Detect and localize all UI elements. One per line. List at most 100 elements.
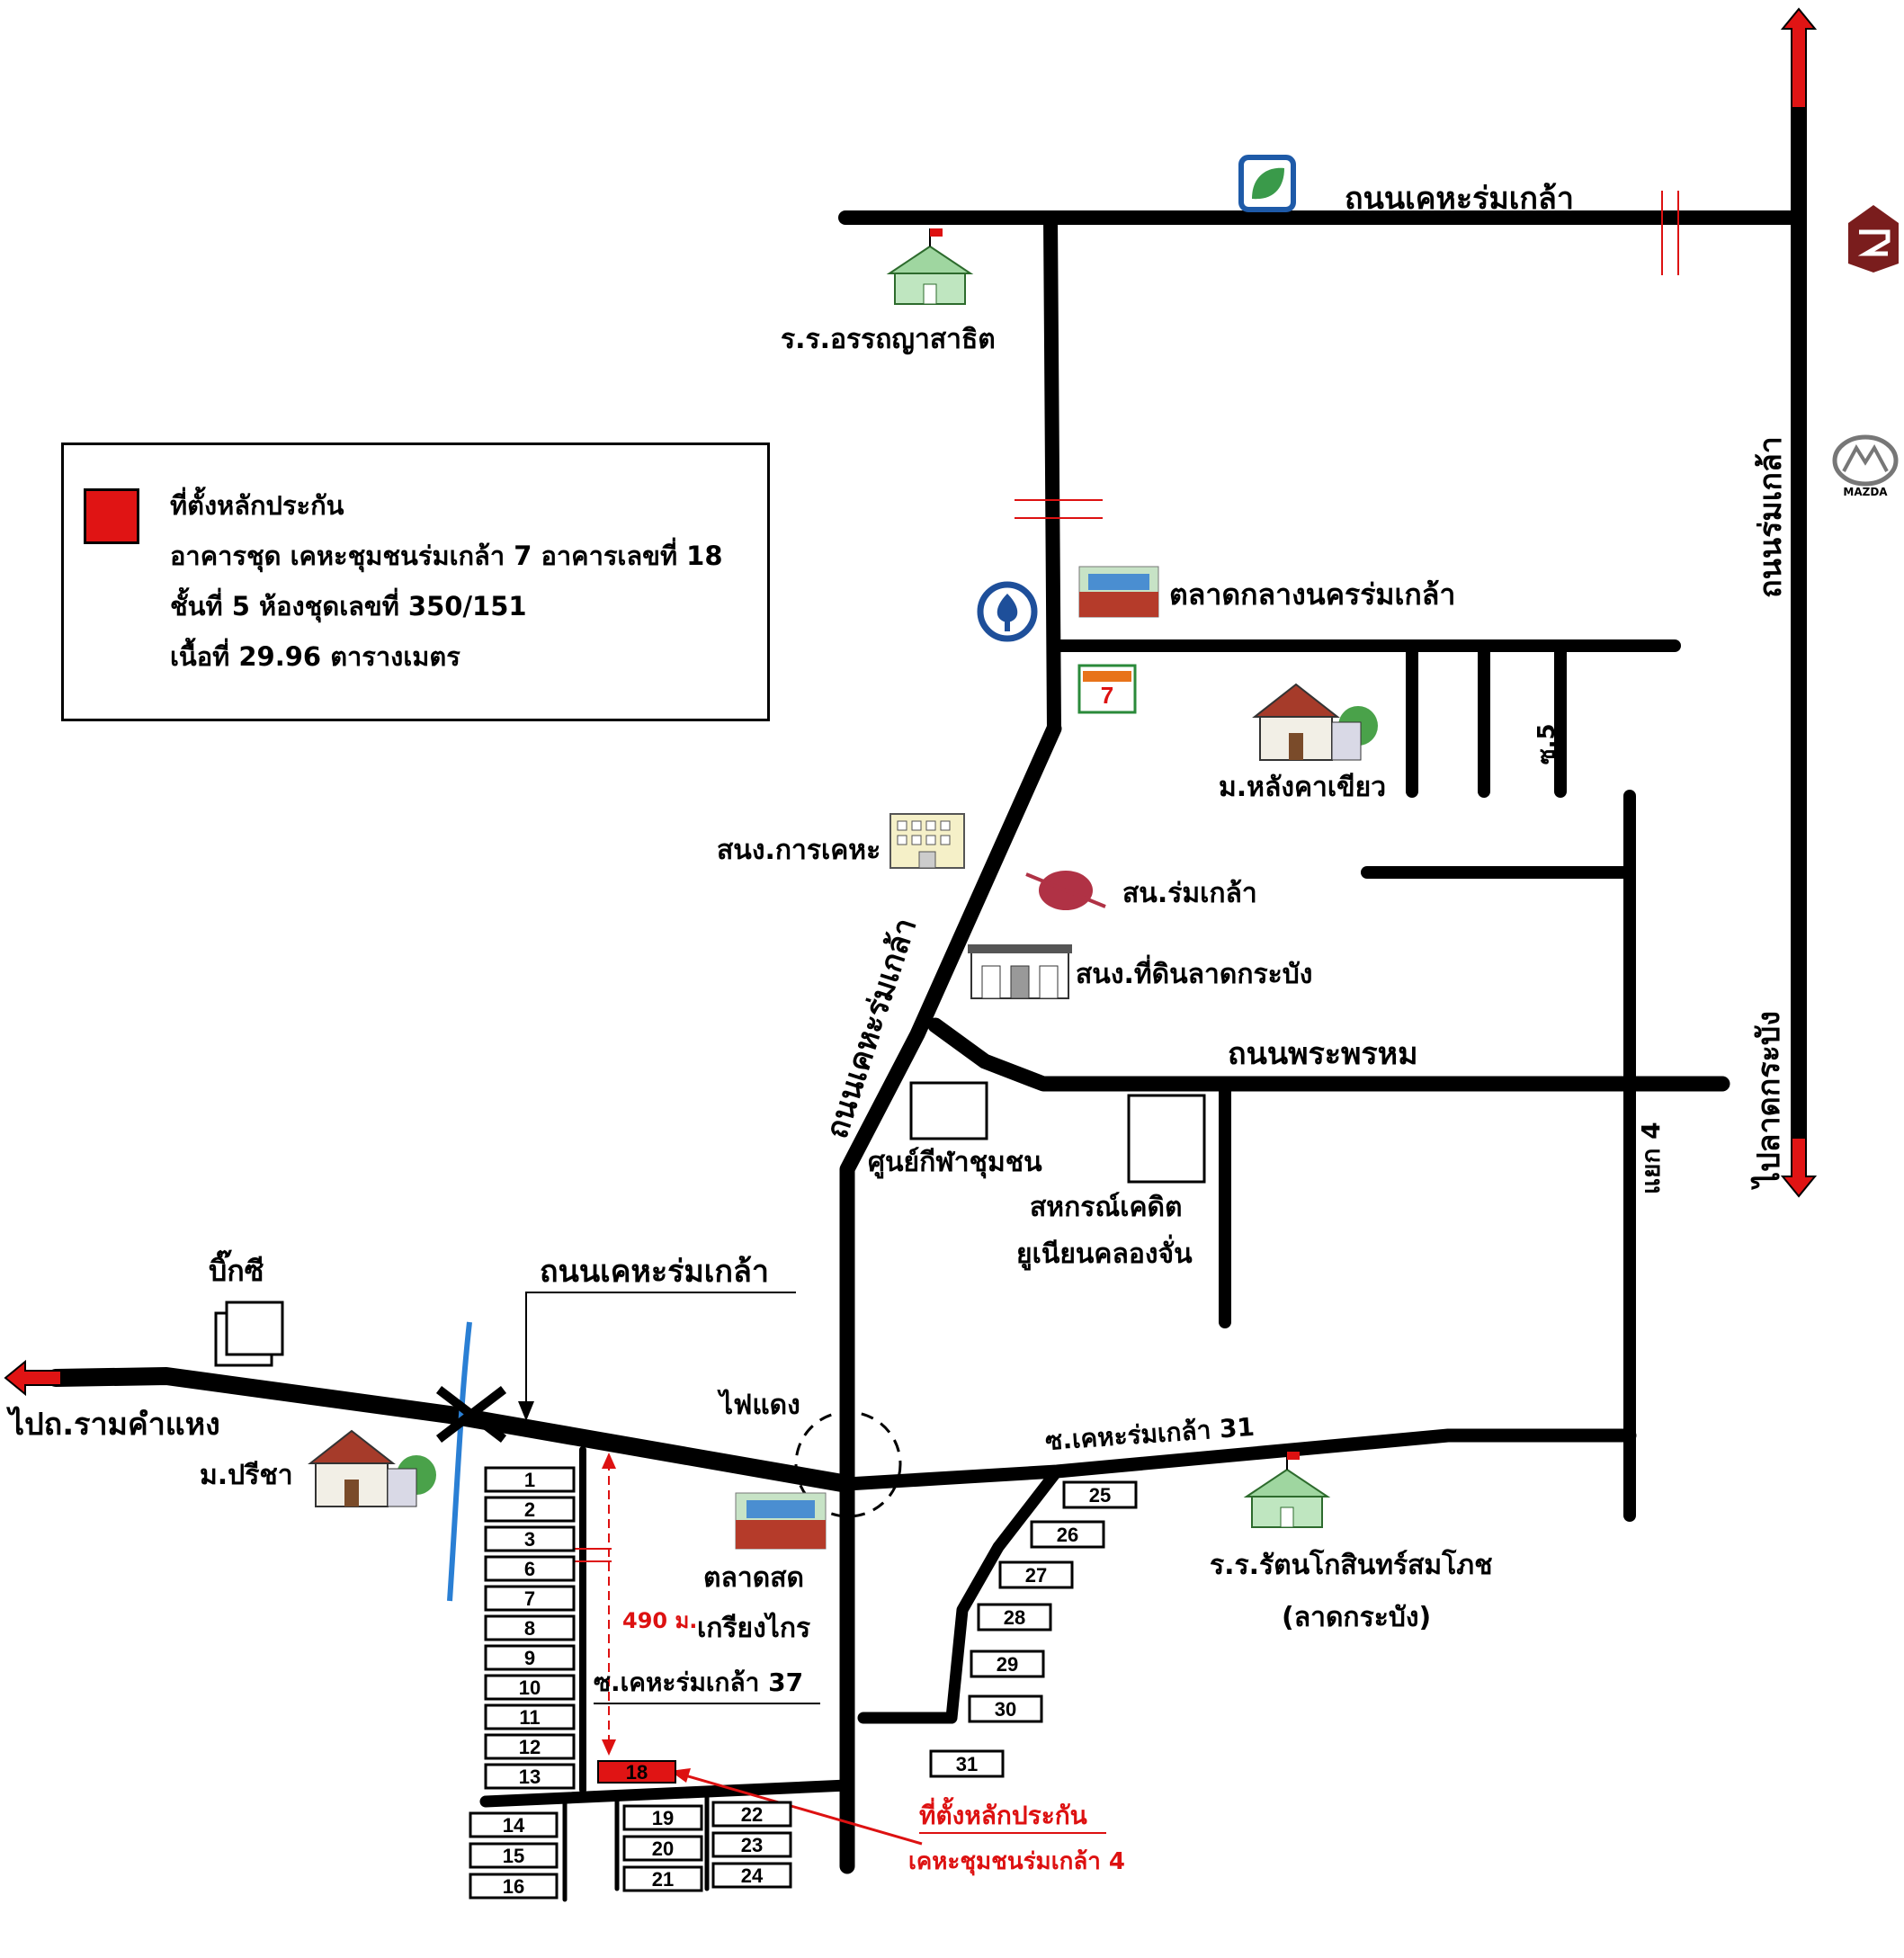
svg-text:3: 3 [524, 1528, 535, 1551]
svg-text:8: 8 [524, 1617, 535, 1640]
label-soi37: ซ.เคหะร่มเกล้า 37 [594, 1667, 803, 1697]
svg-text:25: 25 [1089, 1484, 1111, 1506]
label-village-green: ม.หลังคาเขียว [1219, 772, 1386, 803]
road-soi31 [840, 1428, 1637, 1491]
road-soi37 [479, 1779, 854, 1808]
map-labels: ถนนเคหะร่มเกล้า ร.ร.อรรถญาสาธิต ตลาดกลาง… [6, 181, 1789, 1876]
building-blocks: 1 2 3 6 7 8 9 10 11 12 13 14 15 16 19 20… [469, 1466, 1138, 1900]
bigc-icon [214, 1301, 284, 1367]
school-icon [886, 228, 974, 305]
land-office-icon [968, 944, 1072, 999]
svg-text:7: 7 [524, 1587, 535, 1610]
svg-text:9: 9 [524, 1647, 535, 1669]
label-soi5: ซ.5 [1533, 723, 1560, 764]
svg-text:16: 16 [503, 1875, 524, 1898]
road-curve [857, 1465, 1063, 1724]
svg-text:11: 11 [519, 1706, 540, 1729]
svg-text:24: 24 [741, 1864, 764, 1887]
coop-box [1127, 1094, 1206, 1184]
label-traffic-light: ไฟแดง [717, 1389, 800, 1421]
school-icon-2 [1243, 1452, 1331, 1528]
label-coop-1: สหกรณ์เคดิต [1030, 1192, 1182, 1223]
svg-text:27: 27 [1025, 1564, 1047, 1587]
label-road-right: ถนนร่มเกล้า [1753, 436, 1789, 598]
label-distance: 490 ม. [622, 1608, 697, 1633]
svg-text:23: 23 [741, 1834, 763, 1856]
junction-x-icon [435, 1386, 507, 1443]
svg-text:6: 6 [524, 1558, 535, 1580]
svg-text:19: 19 [652, 1807, 674, 1829]
distance-marker [602, 1453, 616, 1756]
legend-title: ที่ตั้งหลักประกัน [170, 490, 344, 521]
stair-blocks: 25 26 27 28 29 30 31 [929, 1480, 1138, 1778]
svg-text:2: 2 [524, 1498, 535, 1521]
svg-text:10: 10 [519, 1676, 541, 1699]
label-school-bottom-2: (ลาดกระบัง) [1282, 1602, 1431, 1633]
svg-text:20: 20 [652, 1837, 674, 1860]
road-network [47, 28, 1807, 1902]
mazda-text: MAZDA [1843, 486, 1888, 498]
svg-text:26: 26 [1057, 1524, 1078, 1546]
label-road-top: ถนนเคหะร่มเกล้า [1345, 181, 1574, 217]
road-diagonal [839, 720, 1062, 1874]
legend-line-3: เนื้อที่ 29.96 ตารางเมตร [170, 641, 460, 672]
label-road-phraphrom: ถนนพระพรหม [1228, 1036, 1418, 1072]
legend-line-2: ชั้นที่ 5 ห้องชุดเลขที่ 350/151 [170, 591, 527, 621]
svg-text:15: 15 [503, 1845, 524, 1867]
svg-text:28: 28 [1004, 1606, 1025, 1629]
mid-bottom-a-blocks: 19 20 21 [622, 1804, 703, 1892]
label-sports-center: ศูนย์กีฬาชุมชน [868, 1147, 1042, 1179]
mid-bottom-b-blocks: 22 23 24 [711, 1801, 792, 1889]
label-direction-left: ไปถ.รามคำแหง [6, 1406, 220, 1443]
market-icon [1078, 566, 1159, 618]
label-fresh-market-1: ตลาดสด [703, 1562, 804, 1594]
pointer-arrow [525, 1292, 796, 1410]
svg-text:13: 13 [519, 1766, 541, 1788]
target-building: 18 [597, 1760, 676, 1784]
left-column-blocks: 1 2 3 6 7 8 9 10 11 12 13 [484, 1466, 576, 1790]
svg-text:12: 12 [519, 1736, 541, 1758]
house-icon-2 [308, 1429, 436, 1507]
arrow-down-icon [1780, 1137, 1818, 1198]
svg-text:29: 29 [997, 1653, 1018, 1676]
label-fresh-market-2: เกรียงไกร [697, 1612, 810, 1644]
office-building-icon [889, 813, 965, 869]
svg-text:31: 31 [956, 1753, 978, 1775]
fresh-market-icon [735, 1492, 827, 1550]
label-police: สน.ร่มเกล้า [1122, 878, 1257, 909]
svg-text:7: 7 [1101, 682, 1113, 709]
svg-text:30: 30 [995, 1698, 1016, 1721]
label-coop-2: ยูเนียนคลองจั่น [1016, 1234, 1193, 1271]
target-pointer [678, 1772, 923, 1846]
svg-text:22: 22 [741, 1803, 763, 1826]
svg-text:14: 14 [503, 1814, 525, 1837]
label-market-central: ตลาดกลางนครร่มเกล้า [1169, 577, 1455, 612]
legend-box: ที่ตั้งหลักประกัน อาคารชุด เคหะชุมชนร่มเ… [61, 443, 770, 721]
road-bottom-left [47, 1367, 856, 1493]
label-yaek4: แยก 4 [1636, 1122, 1666, 1194]
traffic-light-circle [794, 1410, 902, 1518]
arrow-up-icon [1780, 7, 1818, 109]
house-icon [1252, 683, 1378, 761]
sports-center-box [909, 1081, 988, 1140]
gas-station-logo-icon [1238, 155, 1296, 212]
road-phraphrom [927, 1017, 1730, 1092]
label-bigc: บิ๊กซี [209, 1249, 264, 1288]
svg-text:1: 1 [524, 1469, 535, 1491]
canal [447, 1321, 472, 1602]
label-housing-office: สนง.การเคหะ [717, 835, 880, 866]
arrow-left-icon [4, 1359, 62, 1397]
police-badge-icon [1025, 871, 1106, 910]
label-target-2: เคหะชุมชนร่มเกล้า 4 [908, 1848, 1125, 1876]
left-bottom-blocks: 14 15 16 [469, 1811, 559, 1900]
label-road-bottom-left: ถนนเคหะร่มเกล้า [540, 1254, 769, 1290]
label-target-1: ที่ตั้งหลักประกัน [919, 1796, 1087, 1830]
label-land-office: สนง.ที่ดินลาดกระบัง [1076, 954, 1312, 990]
label-school-bottom-1: ร.ร.รัตนโกสินทร์สมโภช [1210, 1548, 1492, 1581]
legend-line-1: อาคารชุด เคหะชุมชนร่มเกล้า 7 อาคารเลขที่… [170, 541, 723, 571]
legend-swatch [84, 488, 139, 544]
seven-eleven-icon: 7 [1077, 664, 1137, 714]
direction-arrows [4, 7, 1818, 1397]
tree-emblem-icon [977, 581, 1038, 642]
